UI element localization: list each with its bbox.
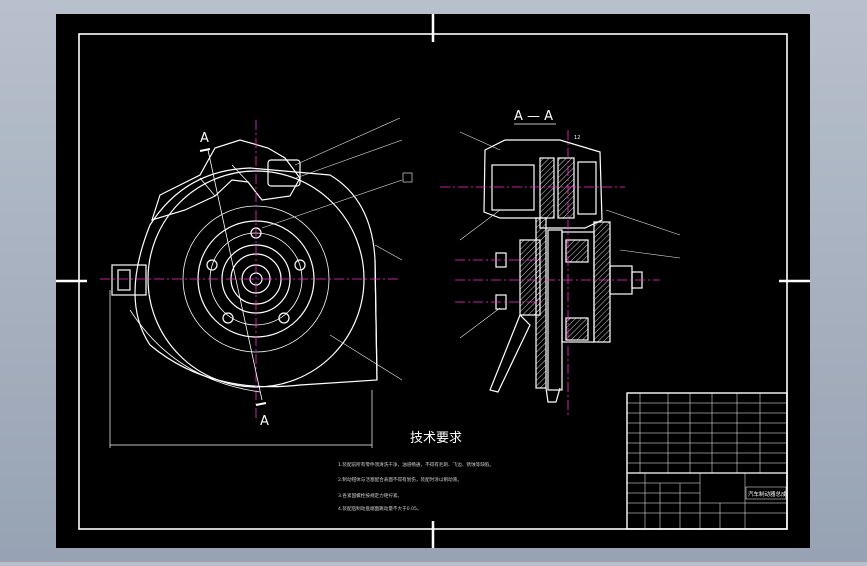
section-label-top: A bbox=[200, 131, 209, 146]
front-view-center-lines bbox=[100, 120, 400, 420]
section-view-leaders bbox=[459, 131, 681, 339]
section-line bbox=[199, 148, 267, 406]
tech-note-3: 3.各紧固螺栓按规定力矩拧紧。 bbox=[338, 492, 402, 499]
tech-note-2: 2.制动钳体与活塞配合表面不得有划伤，装配时涂以制动液。 bbox=[338, 476, 462, 483]
title-block-name: 汽车制动器总成 bbox=[748, 490, 787, 498]
drawing-sheet bbox=[56, 14, 810, 548]
dimension-label: 12 bbox=[574, 135, 580, 141]
part-number-box bbox=[402, 172, 413, 183]
tech-requirements-title: 技术要求 bbox=[410, 431, 462, 446]
tech-requirements-notes: 1.装配前所有零件须清洗干净，油道畅通，不得有毛刺、飞边、锈蚀等缺陷。 2.制动… bbox=[338, 461, 494, 512]
centering-marks bbox=[56, 14, 810, 548]
section-label-bottom: A bbox=[260, 414, 269, 429]
front-view-leaders bbox=[261, 117, 403, 381]
section-view-center-lines bbox=[440, 130, 660, 415]
section-view-title: A — A bbox=[514, 109, 553, 124]
section-view bbox=[483, 139, 643, 403]
title-block-text: 汽车制动器总成 bbox=[745, 486, 787, 500]
tech-note-4: 4.装配后制动盘端面跳动量不大于0.05。 bbox=[338, 505, 422, 512]
title-block bbox=[626, 392, 788, 530]
tech-note-1: 1.装配前所有零件须清洗干净，油道畅通，不得有毛刺、飞边、锈蚀等缺陷。 bbox=[338, 461, 494, 468]
title-block-name-box bbox=[745, 486, 787, 500]
